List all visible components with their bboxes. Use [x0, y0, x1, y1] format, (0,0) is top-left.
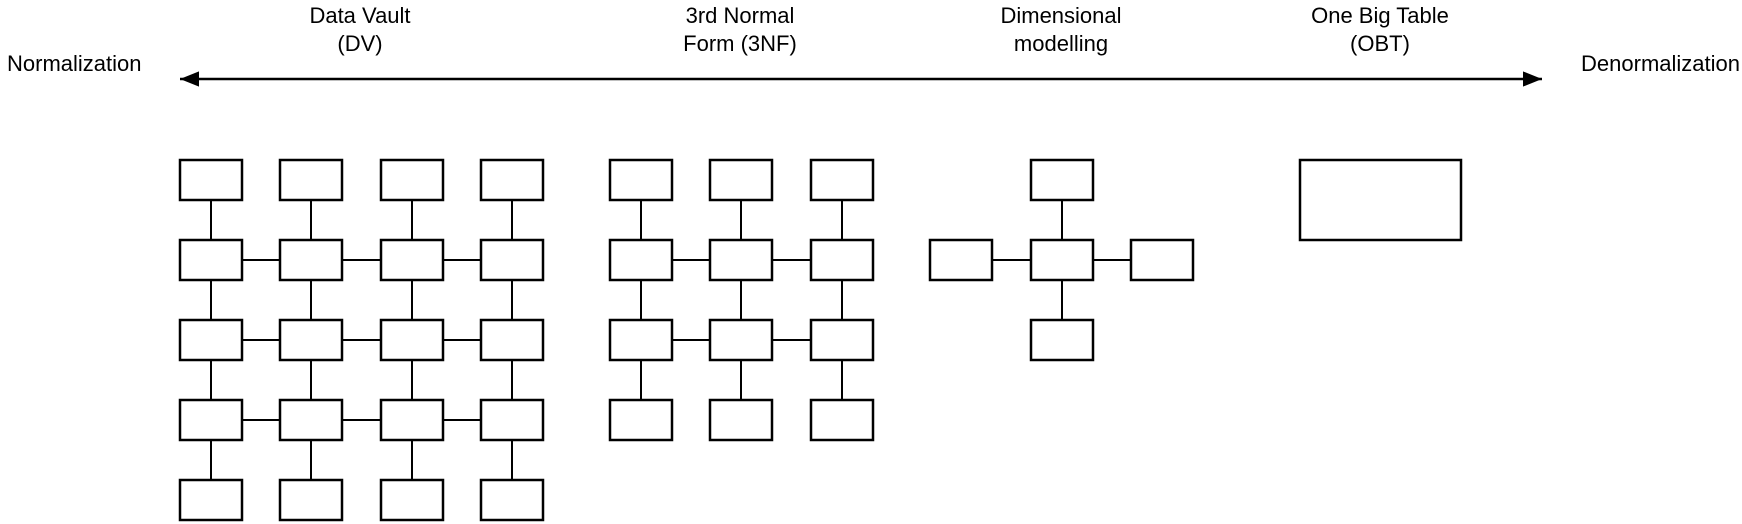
data-vault-table: [479, 158, 545, 202]
data-vault-table: [278, 238, 344, 282]
approach-label-line2: modelling: [1013, 31, 1109, 56]
third-normal-form-table: [809, 318, 875, 362]
third-normal-form-table: [708, 158, 774, 202]
third-normal-form-table: [608, 398, 674, 442]
dimensional-modelling-table: [1029, 318, 1095, 362]
approach-label-data-vault: Data Vault (DV): [309, 2, 410, 58]
data-vault-table: [379, 478, 445, 522]
approach-label-line1: 3rd Normal: [685, 3, 795, 28]
third-normal-form-table: [809, 398, 875, 442]
third-normal-form-table: [608, 158, 674, 202]
one-big-table-table: [1298, 158, 1463, 242]
data-vault-table: [479, 398, 545, 442]
third-normal-form-table: [608, 238, 674, 282]
approach-label-3nf: 3rd Normal Form (3NF): [683, 2, 797, 58]
data-vault-table: [278, 158, 344, 202]
data-vault-table: [278, 398, 344, 442]
data-vault-table: [379, 398, 445, 442]
dimensional-modelling-table: [1029, 158, 1095, 202]
denormalization-axis-label: Denormalization: [1581, 51, 1740, 76]
data-vault-table: [278, 318, 344, 362]
data-vault-table: [178, 238, 244, 282]
third-normal-form-table: [708, 318, 774, 362]
third-normal-form-table: [809, 238, 875, 282]
data-vault-table: [278, 478, 344, 522]
approach-label-dimensional: Dimensional modelling: [1000, 2, 1121, 58]
third-normal-form-table: [809, 158, 875, 202]
data-vault-table: [178, 398, 244, 442]
approach-label-line2: Form (3NF): [683, 31, 797, 56]
approach-label-line1: Dimensional: [1000, 3, 1122, 28]
approach-label-line2: (OBT): [1350, 31, 1410, 56]
data-vault-table: [178, 318, 244, 362]
dimensional-modelling-table: [1029, 238, 1095, 282]
approach-label-line1: One Big Table: [1311, 3, 1449, 28]
third-normal-form-table: [708, 398, 774, 442]
data-vault-table: [479, 478, 545, 522]
dimensional-modelling-table: [928, 238, 994, 282]
approach-label-obt: One Big Table (OBT): [1311, 2, 1449, 58]
data-vault-table: [379, 158, 445, 202]
data-vault-table: [479, 238, 545, 282]
data-vault-table: [178, 478, 244, 522]
third-normal-form-table: [708, 238, 774, 282]
approach-label-line2: (DV): [337, 31, 383, 56]
third-normal-form-table: [608, 318, 674, 362]
data-vault-table: [379, 318, 445, 362]
data-vault-table: [379, 238, 445, 282]
normalization-axis-label: Normalization: [7, 51, 142, 76]
dimensional-modelling-table: [1129, 238, 1195, 282]
approach-label-line1: Data Vault: [309, 3, 411, 28]
data-vault-table: [178, 158, 244, 202]
data-vault-table: [479, 318, 545, 362]
